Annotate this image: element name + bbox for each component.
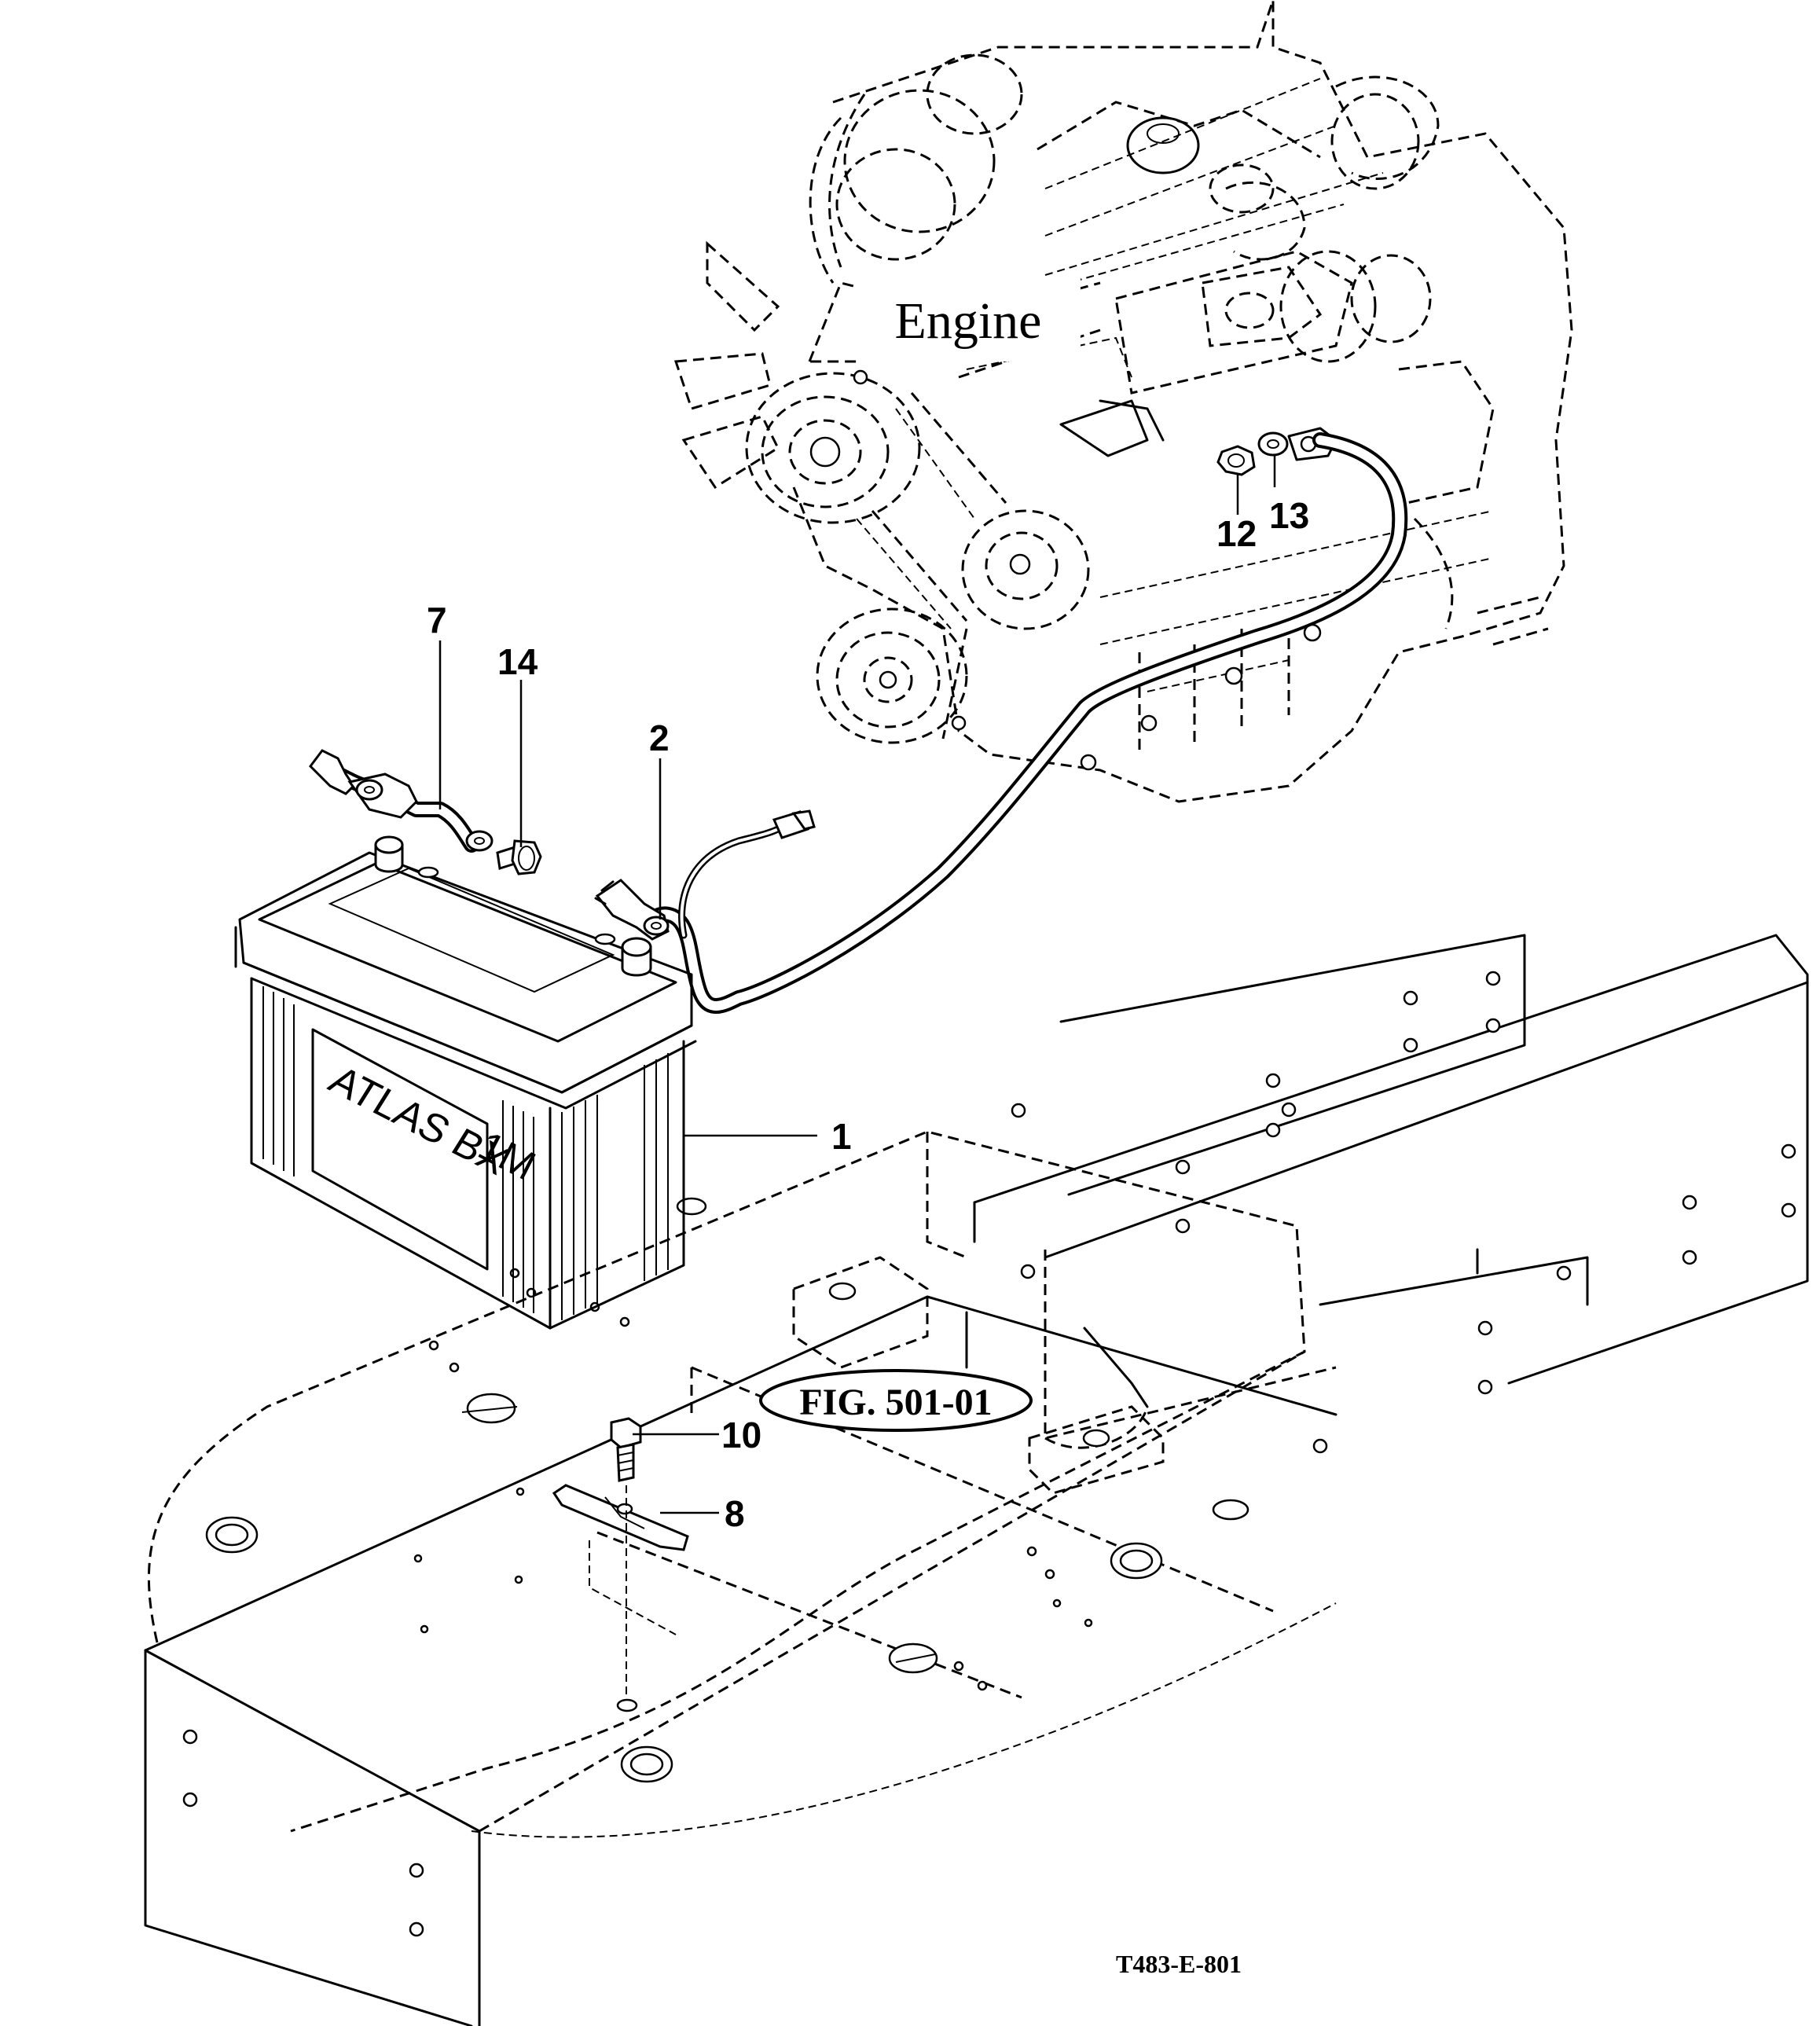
callout-12: 12 xyxy=(1216,513,1257,554)
callouts: 1 2 7 8 10 12 13 14 xyxy=(427,495,1309,1534)
callout-1: 1 xyxy=(831,1116,852,1157)
battery-cable-2 xyxy=(594,432,1408,1014)
callout-8: 8 xyxy=(725,1493,745,1534)
nut-12 xyxy=(1216,445,1256,476)
leaders xyxy=(438,456,1276,1514)
drawing-code: T483-E-801 xyxy=(1116,1950,1242,1978)
figure-reference-label: FIG. 501-01 xyxy=(799,1382,992,1423)
callout-7: 7 xyxy=(427,600,447,640)
washer-13 xyxy=(1257,431,1289,457)
callout-14: 14 xyxy=(497,641,538,682)
callout-13: 13 xyxy=(1269,495,1309,536)
engine-label: Engine xyxy=(895,292,1042,350)
callout-10: 10 xyxy=(721,1415,761,1455)
cable-7 xyxy=(309,749,494,853)
figure-reference: FIG. 501-01 xyxy=(759,1369,1033,1432)
bolt-14 xyxy=(496,839,542,875)
clamp-8 xyxy=(552,1484,689,1551)
bolt-10 xyxy=(610,1417,642,1698)
callout-2: 2 xyxy=(649,718,670,758)
engine: Engine xyxy=(673,0,1573,803)
